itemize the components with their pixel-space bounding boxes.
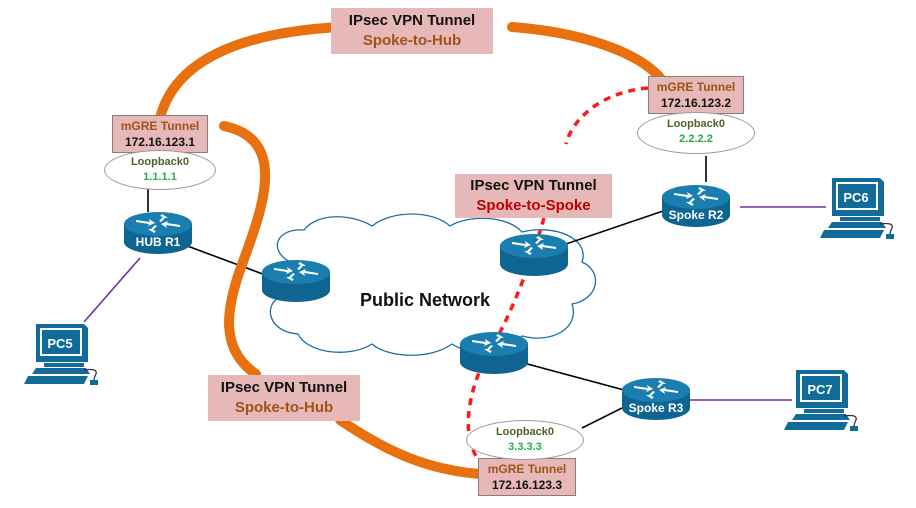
mgre-label-r1: mGRE Tunnel 172.16.123.1 [112,115,208,153]
loopback-r2-ip: 2.2.2.2 [679,133,713,145]
pc6-label: PC6 [843,190,868,205]
router-hub-r1[interactable]: HUB R1 [124,212,192,254]
ipsec-label-bottom: IPsec VPN Tunnel Spoke-to-Hub [208,375,360,421]
link-hub-pc5 [83,257,141,323]
router-spoke-r2-label: Spoke R2 [669,208,724,222]
mgre-r2-title: mGRE Tunnel [656,80,736,94]
ipsec-label-top: IPsec VPN Tunnel Spoke-to-Hub [331,8,493,54]
router-isp-left[interactable] [262,260,330,302]
ipsec-label-top-sub: Spoke-to-Hub [362,32,462,49]
pc-icon [23,323,99,386]
link-isp-right-spoke-r2 [565,209,667,245]
ipsec-label-bottom-sub: Spoke-to-Hub [234,399,334,416]
pc6[interactable]: PC6 [819,177,895,240]
router-hub-r1-label: HUB R1 [136,235,181,249]
loopback-r1-ip: 1.1.1.1 [143,171,177,183]
tunnel-hub-to-spoke-r3 [219,121,485,479]
pc5[interactable]: PC5 [23,323,99,386]
loopback-r3-ip: 3.3.3.3 [508,441,542,453]
mgre-label-r3: mGRE Tunnel 172.16.123.3 [478,458,576,496]
link-isp-bottom-spoke-r3 [519,361,625,391]
router-isp-right[interactable] [500,234,568,276]
mgre-label-r2: mGRE Tunnel 172.16.123.2 [648,76,744,114]
link-r3-loopback [581,407,623,429]
mgre-r3-title: mGRE Tunnel [487,462,567,476]
pc-icon [819,177,895,240]
tunnel-hub-to-spoke-r2 [155,22,667,123]
ipsec-label-bottom-title: IPsec VPN Tunnel [220,379,348,396]
ipsec-label-spoke-sub: Spoke-to-Spoke [476,197,591,214]
pc7-label: PC7 [807,382,832,397]
router-spoke-r3-label: Spoke R3 [629,401,684,415]
link-hub-isp-left [181,243,269,277]
pc7[interactable]: PC7 [783,369,859,432]
router-spoke-r3[interactable]: Spoke R3 [622,378,690,420]
loopback-r1-name: Loopback0 [130,156,190,168]
mgre-r1-ip: 172.16.123.1 [124,135,196,149]
loopback-r2: Loopback0 2.2.2.2 [637,112,755,154]
pc-icon [783,369,859,432]
router-spoke-r2[interactable]: Spoke R2 [662,185,730,227]
mgre-r1-title: mGRE Tunnel [120,119,200,133]
mgre-r2-ip: 172.16.123.2 [660,96,732,110]
mgre-r3-ip: 172.16.123.3 [491,478,563,492]
loopback-r2-name: Loopback0 [666,118,726,130]
ipsec-label-spoke-title: IPsec VPN Tunnel [470,177,597,194]
ipsec-label-top-title: IPsec VPN Tunnel [348,12,476,29]
router-isp-bottom[interactable] [460,332,528,374]
loopback-r3-name: Loopback0 [495,426,555,438]
loopback-r3: Loopback0 3.3.3.3 [466,420,584,460]
public-network-label: Public Network [360,290,491,310]
pc5-label: PC5 [47,336,72,351]
ipsec-label-spoke: IPsec VPN Tunnel Spoke-to-Spoke [455,174,612,218]
loopback-r1: Loopback0 1.1.1.1 [104,150,216,190]
